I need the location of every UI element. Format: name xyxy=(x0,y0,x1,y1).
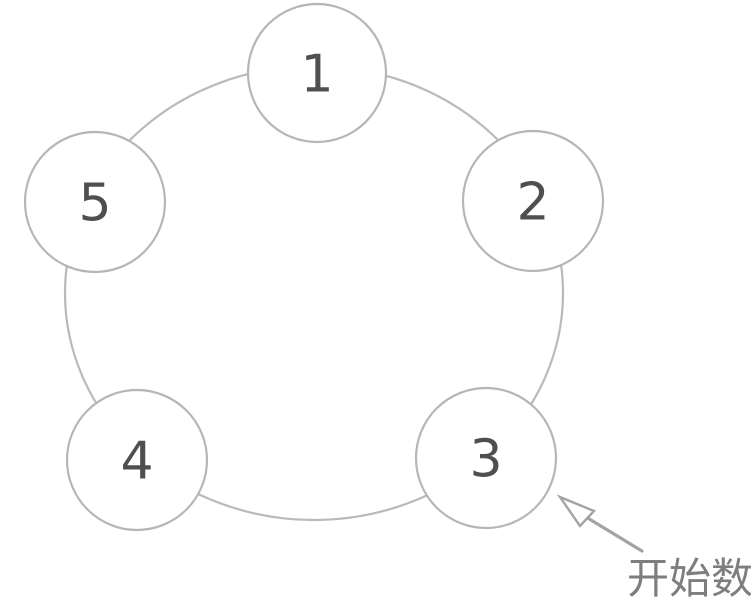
node-3: 3 xyxy=(414,386,558,530)
node-circle-2 xyxy=(461,129,605,273)
node-label-1: 1 xyxy=(300,45,333,105)
annotation-arrow xyxy=(556,494,644,553)
node-2: 2 xyxy=(461,129,605,273)
node-4: 4 xyxy=(65,388,209,532)
node-circle-4 xyxy=(65,388,209,532)
node-label-2: 2 xyxy=(516,173,549,233)
node-circle-1 xyxy=(246,2,388,144)
node-circle-5 xyxy=(23,130,167,274)
arrow-shaft xyxy=(584,515,644,553)
arrow-head-icon xyxy=(556,494,597,528)
annotation-label: 开始数 xyxy=(627,554,751,603)
node-5: 5 xyxy=(23,130,167,274)
node-label-4: 4 xyxy=(120,432,153,492)
node-label-5: 5 xyxy=(78,174,111,234)
node-circle-3 xyxy=(414,386,558,530)
node-1: 1 xyxy=(246,2,388,144)
node-label-3: 3 xyxy=(469,430,502,490)
